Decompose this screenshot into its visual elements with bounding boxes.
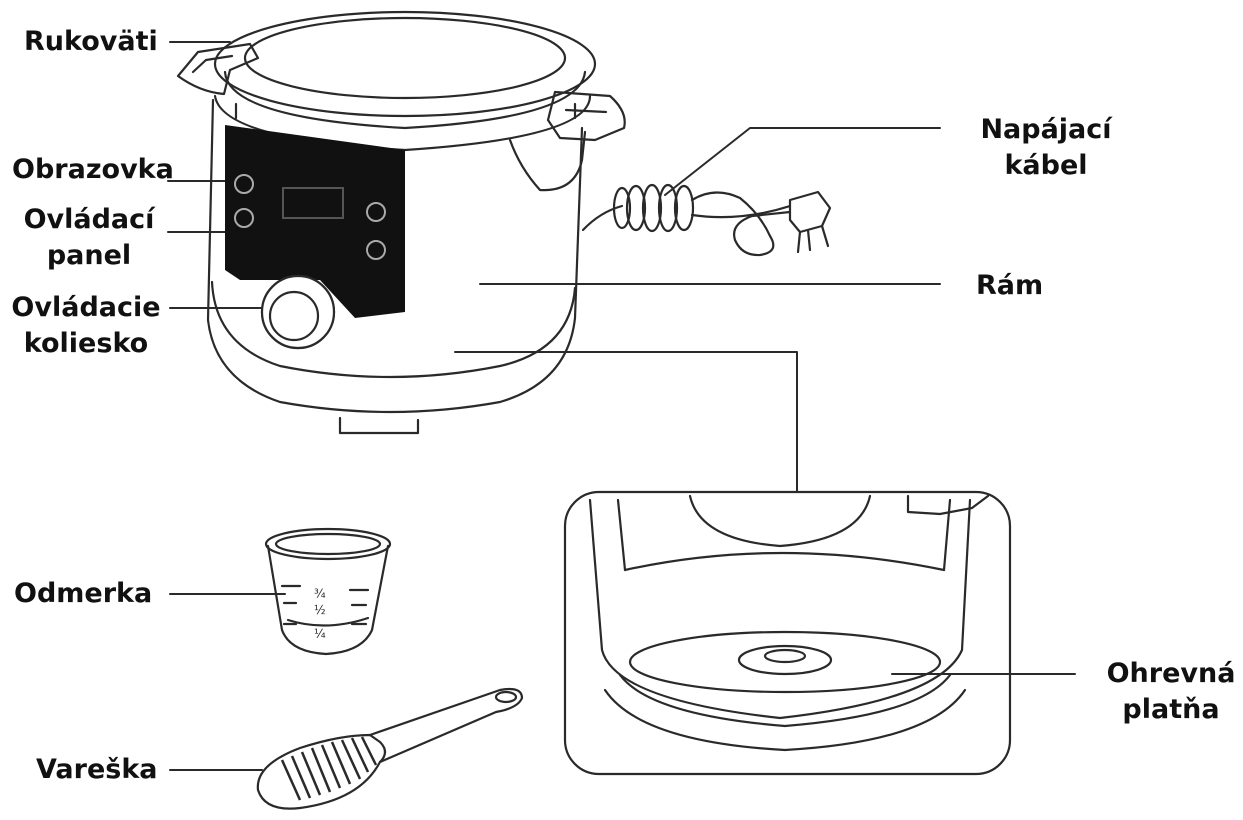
heating-plate-inset	[563, 490, 1012, 776]
multicooker-body	[206, 98, 584, 435]
label-measuring-cup: Odmerka	[14, 578, 153, 609]
cup-mark-three-quarters: ¾	[314, 587, 326, 601]
label-control-panel: Ovládací panel	[20, 202, 158, 274]
spatula	[256, 687, 524, 810]
label-heating-plate: Ohrevná platňa	[1100, 656, 1242, 728]
label-control-panel-line2: panel	[46, 240, 132, 271]
label-control-knob: Ovládacie koliesko	[10, 290, 162, 362]
label-control-knob-line2: koliesko	[23, 328, 149, 359]
label-heating-plate-line1: Ohrevná	[1106, 658, 1236, 689]
cup-mark-half: ½	[314, 603, 326, 617]
label-power-cable-line1: Napájací	[980, 114, 1112, 145]
label-heating-plate-line2: platňa	[1122, 694, 1220, 725]
cup-mark-quarter: ¼	[314, 627, 326, 641]
control-panel	[225, 125, 405, 350]
measuring-cup	[264, 527, 392, 656]
label-power-cable-line2: kábel	[1004, 150, 1088, 181]
label-frame: Rám	[976, 270, 1044, 301]
label-control-knob-line1: Ovládacie	[11, 292, 161, 323]
label-power-cable: Napájací kábel	[968, 112, 1124, 184]
label-display: Obrazovka	[12, 154, 174, 185]
handles	[176, 42, 626, 192]
label-handles: Rukoväti	[24, 26, 158, 57]
power-cable	[581, 183, 832, 257]
lid	[213, 10, 597, 152]
label-spatula: Vareška	[36, 754, 158, 785]
label-control-panel-line1: Ovládací	[23, 204, 155, 235]
spatula-ridges	[280, 736, 378, 801]
leader-lines	[167, 41, 1076, 771]
